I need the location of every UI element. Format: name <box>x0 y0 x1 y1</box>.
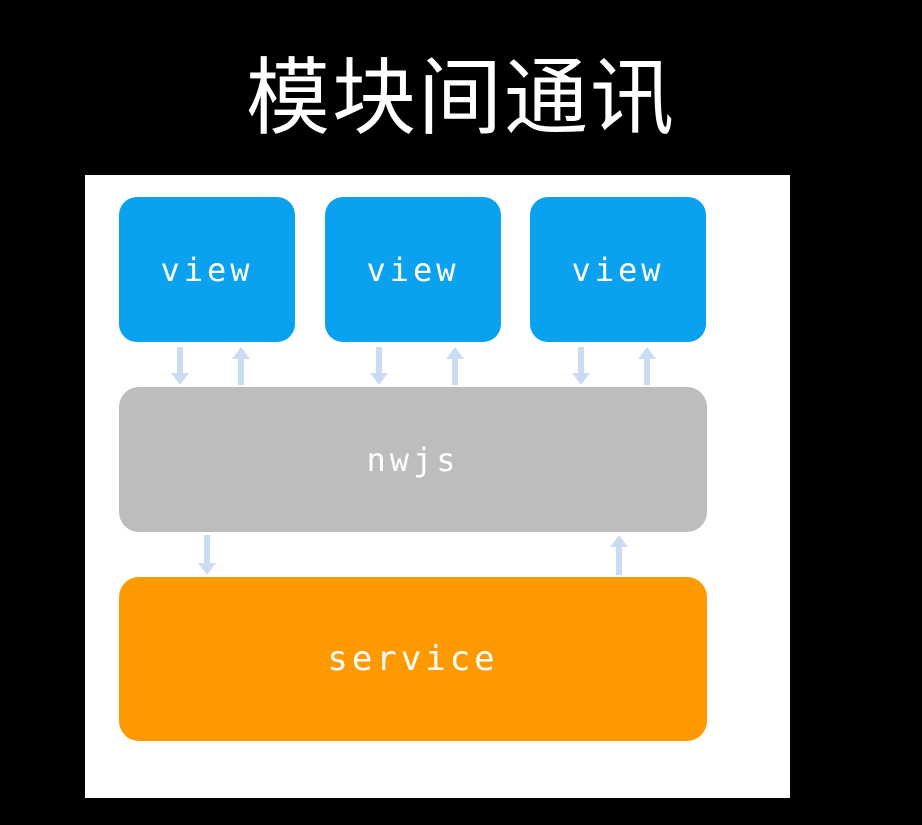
view-box-1: view <box>119 197 295 342</box>
arrow-up-nwjs-view2 <box>445 347 465 385</box>
view-label-2: view <box>366 250 460 289</box>
nwjs-label: nwjs <box>366 440 460 479</box>
arrow-down-view3-nwjs <box>571 347 591 385</box>
view-box-2: view <box>325 197 501 342</box>
view-label-3: view <box>571 250 665 289</box>
view-box-3: view <box>530 197 706 342</box>
arrow-up-nwjs-view1 <box>231 347 251 385</box>
arrow-down-view2-nwjs <box>369 347 389 385</box>
service-label: service <box>327 639 499 679</box>
service-box: service <box>119 577 707 741</box>
view-label-1: view <box>160 250 254 289</box>
slide-title: 模块间通讯 <box>245 49 676 147</box>
arrow-down-view1-nwjs <box>170 347 190 385</box>
nwjs-box: nwjs <box>119 387 707 532</box>
arrow-down-nwjs-service <box>197 535 217 575</box>
arrow-up-service-nwjs <box>609 535 629 575</box>
diagram-panel: view view view nwjs service <box>85 175 790 798</box>
arrow-up-nwjs-view3 <box>637 347 657 385</box>
